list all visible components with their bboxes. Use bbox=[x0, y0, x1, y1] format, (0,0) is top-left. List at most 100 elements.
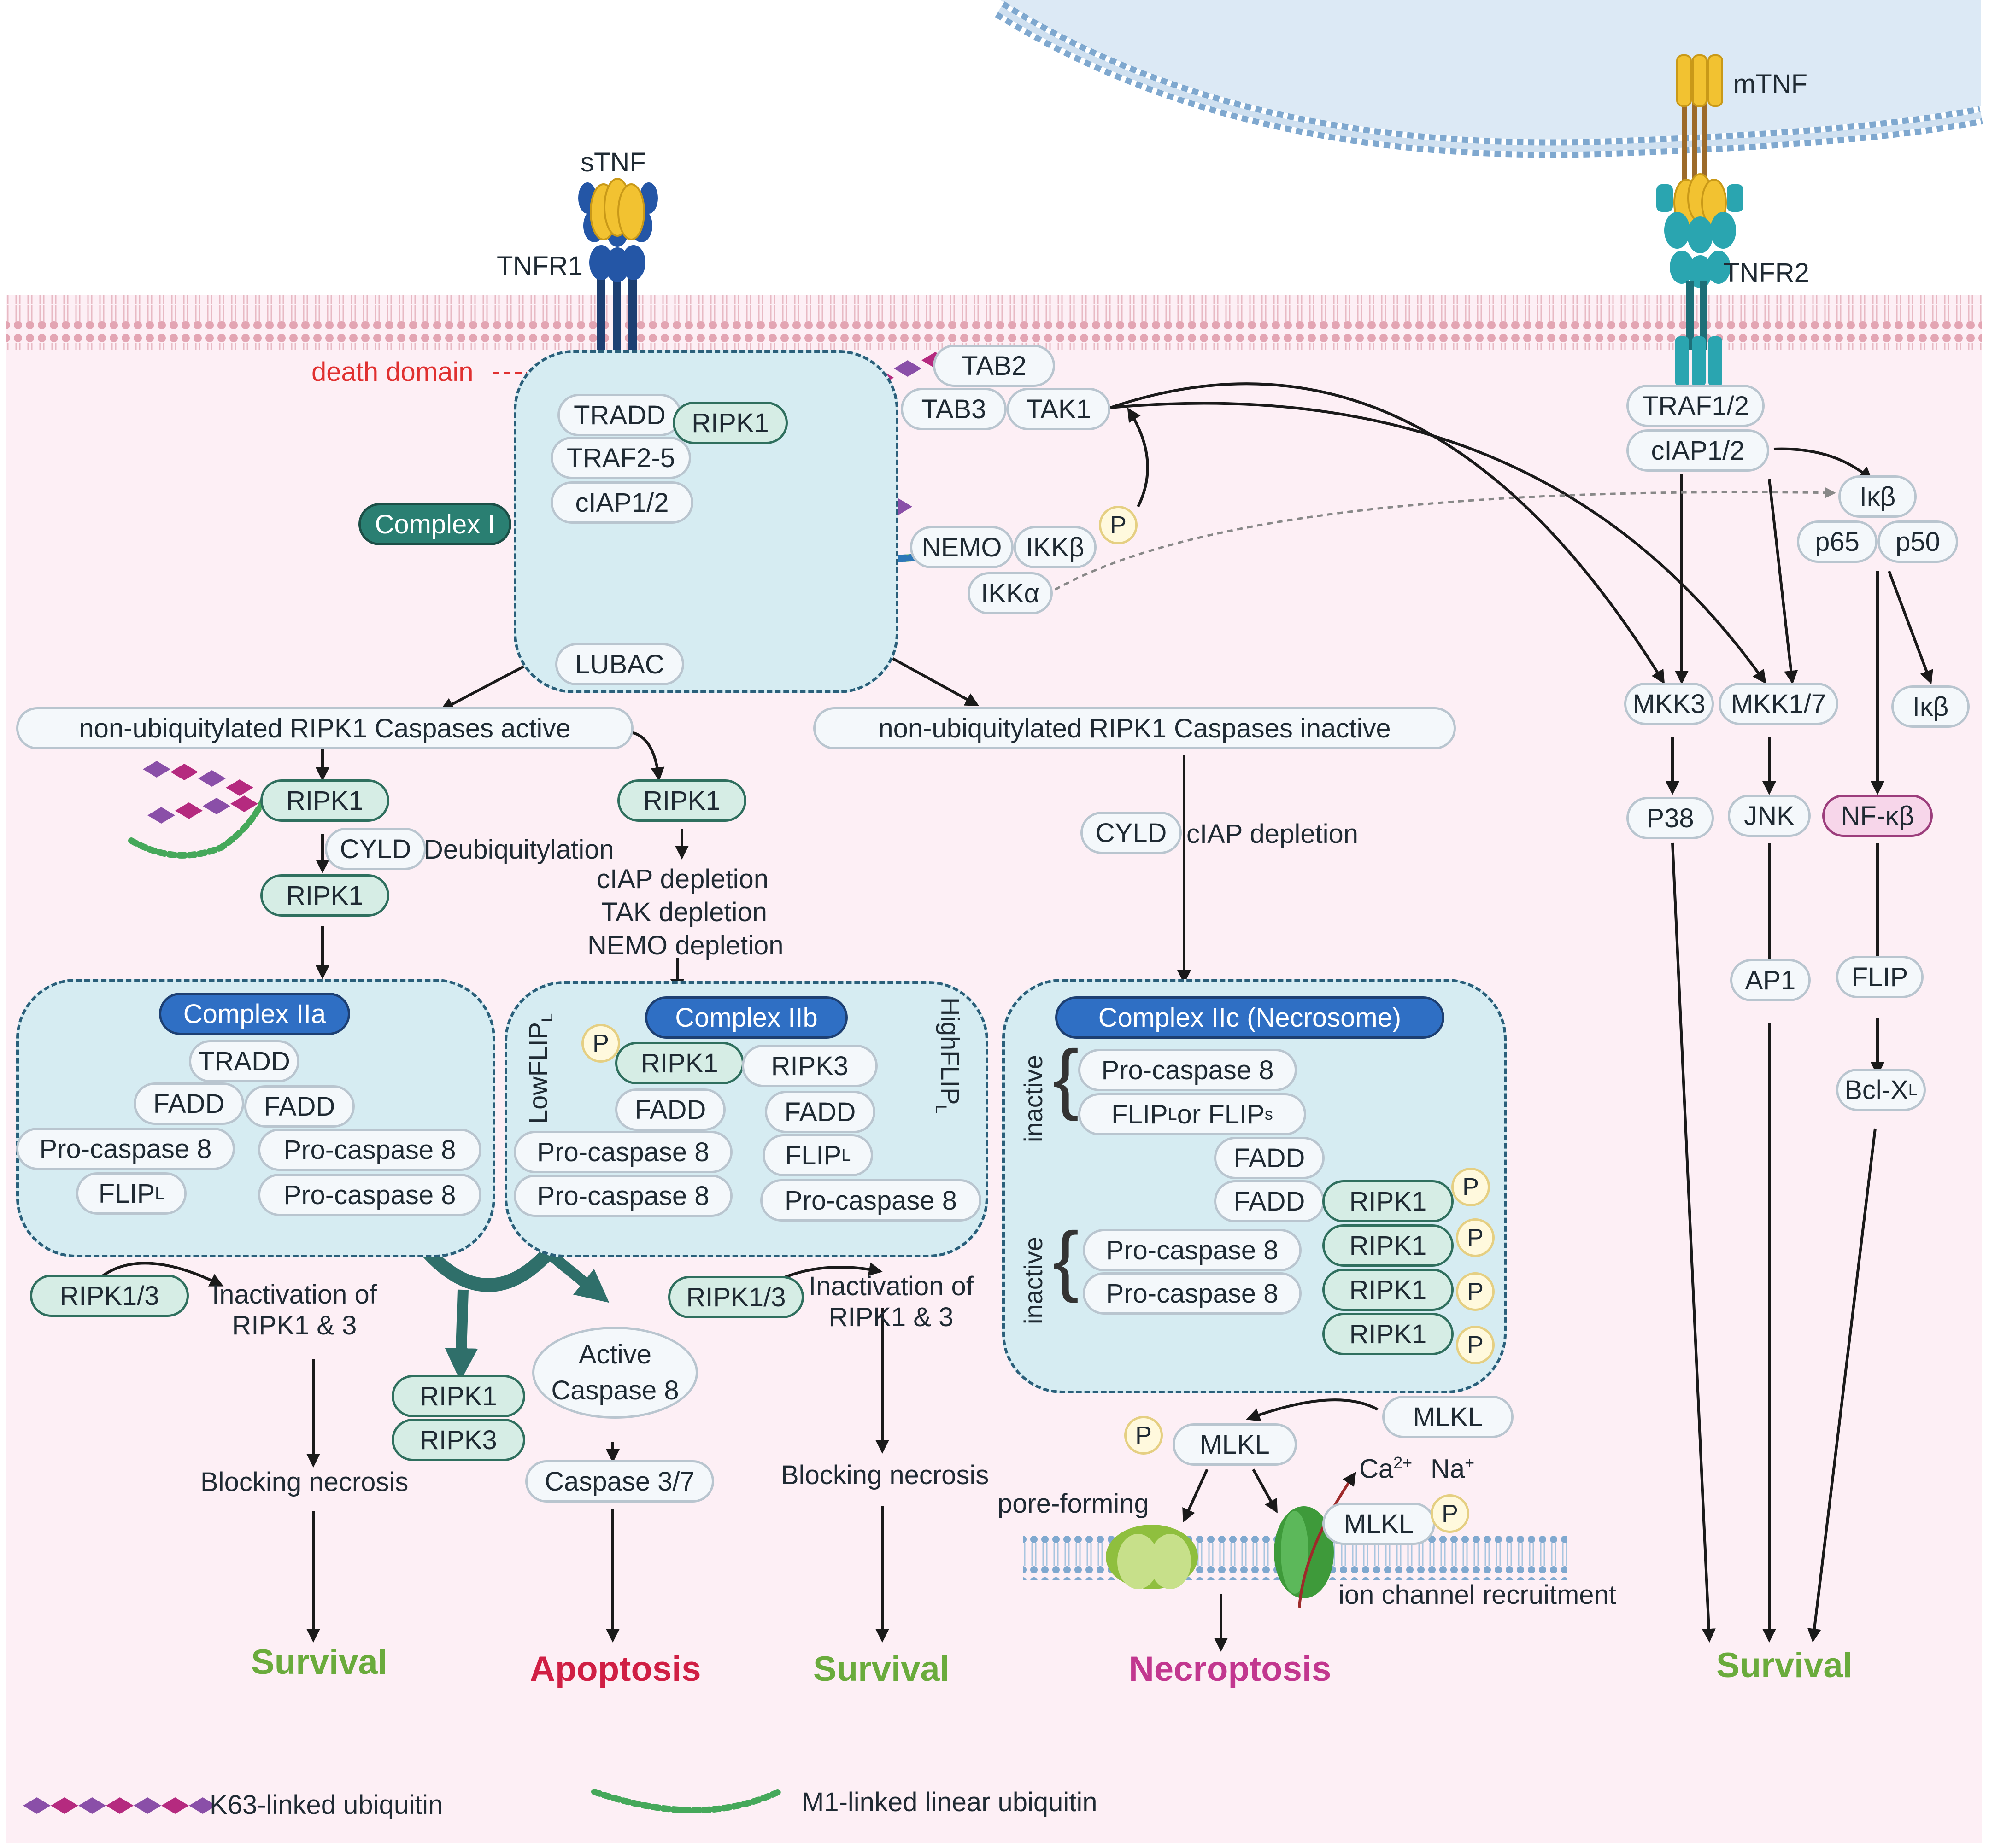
survival-outcome-3: Survival bbox=[1716, 1646, 1853, 1685]
deubiquitylation-label: Deubiquitylation bbox=[424, 835, 614, 865]
procasp-iic-2: Pro-caspase 8 bbox=[1083, 1229, 1302, 1271]
traf12-pill: TRAF1/2 bbox=[1626, 385, 1765, 427]
nfkb-pill: NF-κβ bbox=[1822, 795, 1933, 837]
ripk3-iib: RIPK3 bbox=[742, 1045, 878, 1087]
procasp-iib-1: Pro-caspase 8 bbox=[514, 1131, 733, 1173]
jnk-pill: JNK bbox=[1728, 795, 1811, 837]
ripk1-ubiquitylated: RIPK1 bbox=[260, 779, 389, 822]
ripk1-iic-3: RIPK1 bbox=[1322, 1269, 1454, 1311]
p50-pill: p50 bbox=[1878, 520, 1958, 563]
fadd-iic-1: FADD bbox=[1214, 1137, 1325, 1179]
procasp-iic-1: Pro-caspase 8 bbox=[1078, 1049, 1297, 1091]
tnfr2-receptor bbox=[1656, 54, 1743, 387]
survival-outcome-1: Survival bbox=[251, 1643, 387, 1682]
death-domain-label: death domain bbox=[311, 357, 474, 387]
fadd-iic-2: FADD bbox=[1214, 1180, 1325, 1222]
mkk3-pill: MKK3 bbox=[1624, 683, 1714, 725]
fadd-iib-2: FADD bbox=[765, 1091, 875, 1133]
cyld-left-pill: CYLD bbox=[325, 828, 426, 870]
phospho-mlkl-channel: P bbox=[1431, 1494, 1469, 1533]
ripk1-complex1: RIPK1 bbox=[673, 402, 788, 444]
pore-forming-label: pore-forming bbox=[997, 1489, 1149, 1519]
fadd-iia-2: FADD bbox=[244, 1085, 355, 1128]
tab2-pill: TAB2 bbox=[933, 345, 1055, 387]
mkk17-pill: MKK1/7 bbox=[1719, 683, 1838, 725]
ciap-depletion-label: cIAP depletion bbox=[597, 864, 769, 894]
legend-m1-label: M1-linked linear ubiquitin bbox=[802, 1787, 1097, 1817]
blocking-necrosis-left: Blocking necrosis bbox=[200, 1467, 409, 1497]
ikkb-pill: IKKβ bbox=[1014, 526, 1097, 568]
ripk1-iic-2: RIPK1 bbox=[1322, 1224, 1454, 1267]
legend-m1-glyph bbox=[591, 1789, 782, 1813]
phospho-ikkb: P bbox=[1099, 506, 1138, 544]
adjacent-cell bbox=[1000, 0, 1981, 140]
ap1-pill: AP1 bbox=[1730, 959, 1811, 1001]
mtnf-label: mTNF bbox=[1733, 69, 1808, 99]
low-flipl-label: LowFLIPL bbox=[523, 1013, 557, 1124]
ion-channel-label: ion channel recruitment bbox=[1338, 1580, 1616, 1610]
phospho-ripk1-iib: P bbox=[581, 1024, 620, 1063]
tnfr2-label: TNFR2 bbox=[1723, 258, 1809, 288]
ikb-top-pill: Iκβ bbox=[1838, 475, 1917, 518]
inactive-label-bottom: inactive bbox=[1019, 1237, 1048, 1324]
blocking-necrosis-middle: Blocking necrosis bbox=[781, 1460, 989, 1490]
tab3-pill: TAB3 bbox=[901, 388, 1007, 430]
procasp-iia-3: Pro-caspase 8 bbox=[258, 1174, 481, 1216]
procasp-iia-2: Pro-caspase 8 bbox=[258, 1129, 481, 1171]
plasma-membrane bbox=[6, 295, 1982, 350]
ripk3-apoptosis: RIPK3 bbox=[392, 1419, 525, 1461]
ripk1-deubiquitylated: RIPK1 bbox=[260, 874, 389, 917]
stnf-label: sTNF bbox=[581, 147, 646, 177]
mlkl-phospho: MLKL bbox=[1173, 1423, 1297, 1466]
phospho-ripk1-iic-1: P bbox=[1451, 1168, 1490, 1206]
legend-k63-label: K63-linked ubiquitin bbox=[210, 1790, 443, 1820]
ion-channel bbox=[1274, 1472, 1356, 1608]
necroptosis-outcome: Necroptosis bbox=[1129, 1649, 1332, 1689]
ripk13-left: RIPK1/3 bbox=[30, 1275, 189, 1317]
procasp-iib-2: Pro-caspase 8 bbox=[514, 1175, 733, 1217]
ripk13-middle: RIPK1/3 bbox=[668, 1276, 804, 1318]
ripk1-iic-1: RIPK1 bbox=[1322, 1180, 1454, 1222]
caspases-active-pill: non-ubiquitylated RIPK1 Caspases active bbox=[16, 707, 634, 749]
brace-top: { bbox=[1053, 1034, 1079, 1122]
pathway-arrows bbox=[96, 382, 1933, 1652]
phospho-ripk1-iic-2: P bbox=[1456, 1218, 1495, 1257]
tak1-pill: TAK1 bbox=[1007, 388, 1110, 430]
ripk1-iib: RIPK1 bbox=[615, 1042, 744, 1084]
fadd-iib-1: FADD bbox=[615, 1088, 726, 1131]
fadd-iia-1: FADD bbox=[134, 1082, 244, 1125]
legend-k63-glyph bbox=[23, 1797, 217, 1814]
nemo-ikb-dashed bbox=[1054, 487, 1836, 591]
ikka-pill: IKKα bbox=[968, 572, 1053, 614]
brace-bottom: { bbox=[1053, 1216, 1079, 1304]
phospho-ripk1-iic-4: P bbox=[1456, 1326, 1495, 1364]
tak-depletion-label: TAK depletion bbox=[601, 897, 768, 927]
k63-chain-left bbox=[143, 761, 258, 824]
complex-iia-title: Complex IIa bbox=[159, 993, 350, 1035]
traf-complex1: TRAF2-5 bbox=[551, 437, 691, 479]
ciap12-tnfr2-pill: cIAP1/2 bbox=[1626, 429, 1769, 472]
mlkl-pore bbox=[1106, 1525, 1198, 1589]
lubac-complex1: LUBAC bbox=[555, 643, 684, 685]
complex-i-label: Complex I bbox=[358, 503, 511, 545]
flip-pill: FLIP bbox=[1836, 956, 1924, 998]
apoptosis-outcome: Apoptosis bbox=[530, 1649, 701, 1689]
phospho-mlkl: P bbox=[1124, 1416, 1163, 1455]
procasp-iic-3: Pro-caspase 8 bbox=[1083, 1272, 1302, 1315]
tradd-iia: TRADD bbox=[189, 1040, 299, 1082]
calcium-label: Ca2+ bbox=[1359, 1453, 1413, 1484]
tnfr1-label: TNFR1 bbox=[497, 251, 583, 281]
p65-pill: p65 bbox=[1797, 520, 1878, 563]
complex-iib-title: Complex IIb bbox=[645, 996, 848, 1039]
teal-bend bbox=[423, 1248, 553, 1292]
ciap-complex1: cIAP1/2 bbox=[551, 481, 693, 524]
ripk1-middle: RIPK1 bbox=[617, 779, 746, 822]
ciap-depletion-right-label: cIAP depletion bbox=[1186, 819, 1358, 849]
